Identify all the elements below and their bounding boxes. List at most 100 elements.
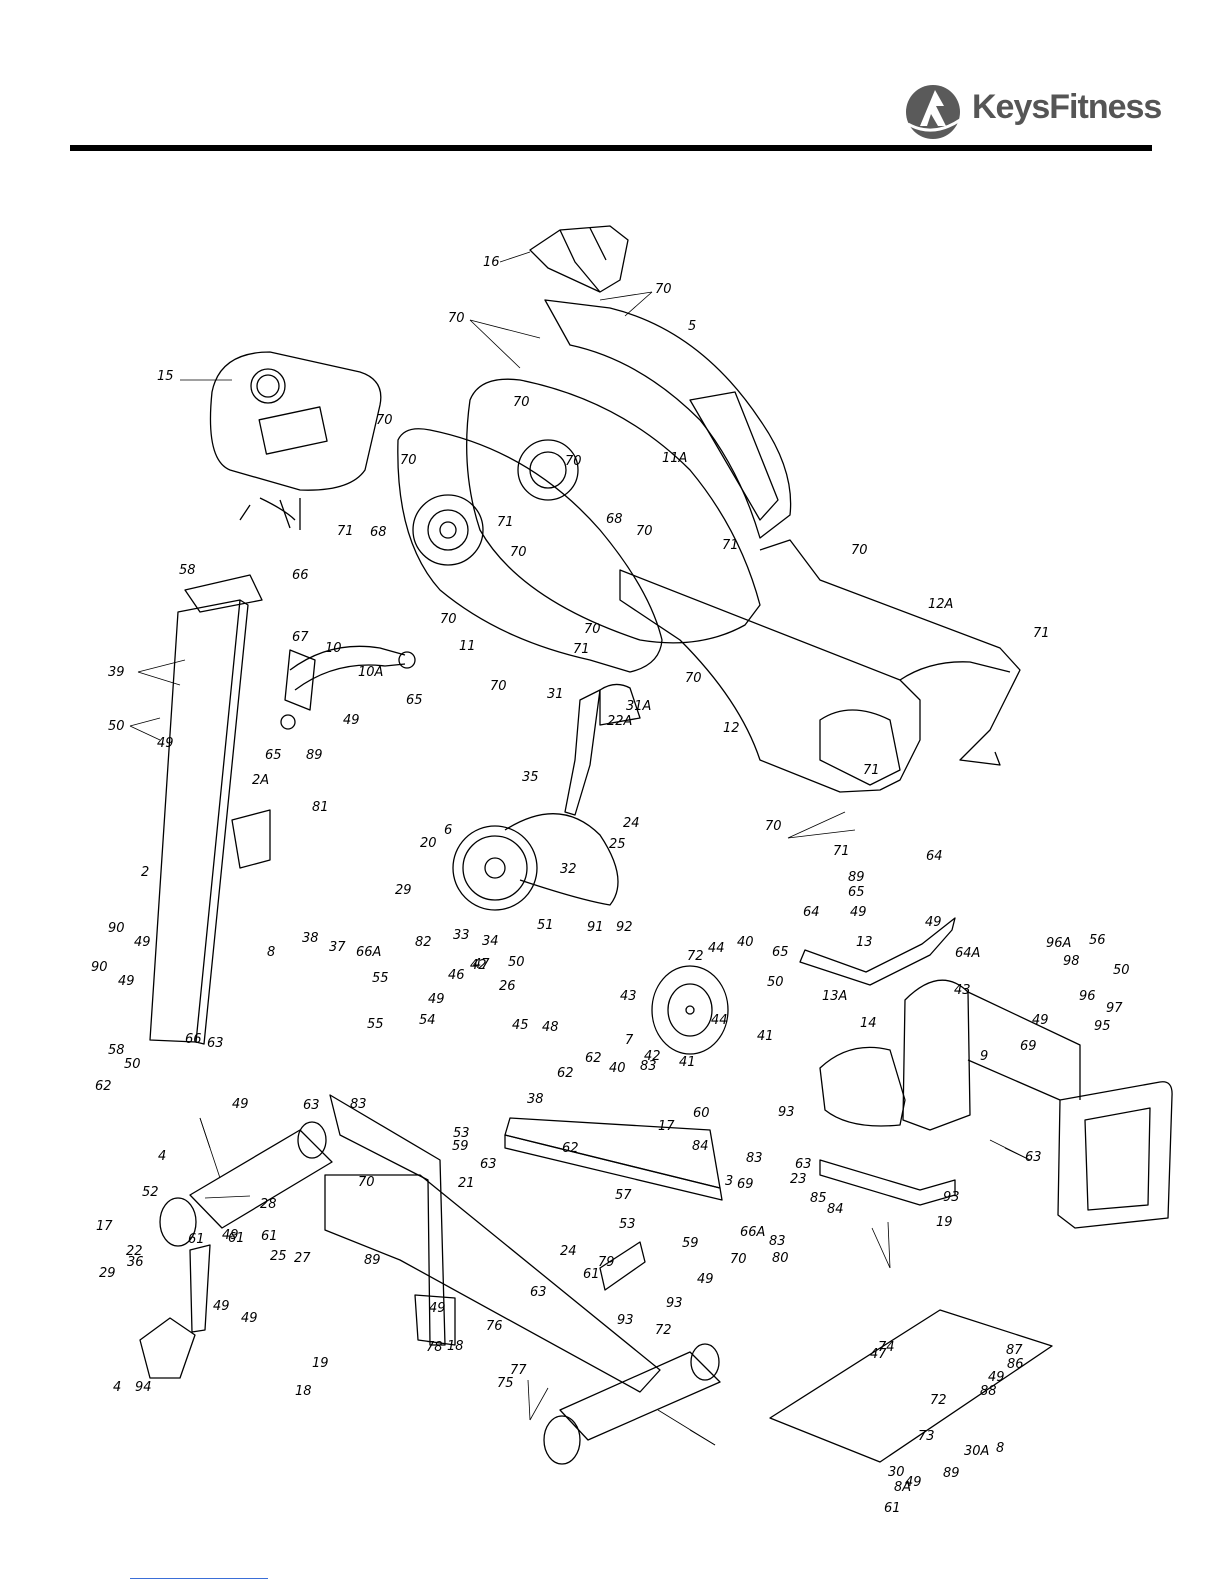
- part-label: 95: [1094, 1019, 1111, 1034]
- part-label: 7: [625, 1033, 634, 1048]
- seat-back-part: [902, 979, 971, 1131]
- part-label: 70: [490, 679, 507, 694]
- part-label: 70: [513, 395, 530, 410]
- part-label: 63: [795, 1157, 812, 1172]
- part-label: 52: [142, 1185, 159, 1200]
- part-label: 61: [228, 1231, 245, 1246]
- part-label: 72: [687, 949, 704, 964]
- part-label: 11A: [662, 451, 687, 466]
- part-label: 21: [458, 1176, 475, 1191]
- part-label: 87: [1006, 1343, 1023, 1358]
- part-label: 68: [606, 512, 623, 527]
- pedal-part: [139, 1317, 196, 1379]
- part-label: 36: [127, 1255, 144, 1270]
- part-label: 66A: [740, 1225, 765, 1240]
- part-label: 49: [1032, 1013, 1049, 1028]
- part-label: 40: [609, 1061, 626, 1076]
- part-label: 49: [241, 1311, 258, 1326]
- part-label: 70: [730, 1252, 747, 1267]
- part-label: 42: [470, 958, 487, 973]
- part-label: 61: [884, 1501, 901, 1516]
- part-label: 43: [620, 989, 637, 1004]
- part-label: 93: [617, 1313, 634, 1328]
- part-label: 8: [267, 945, 275, 960]
- part-label: 76: [486, 1319, 503, 1334]
- part-label: 77: [510, 1363, 527, 1378]
- part-label: 50: [767, 975, 784, 990]
- part-label: 55: [372, 971, 389, 986]
- part-label: 29: [99, 1266, 116, 1281]
- part-label: 3: [725, 1174, 733, 1189]
- part-label: 46: [448, 968, 465, 983]
- part-label: 49: [988, 1370, 1005, 1385]
- part-label: 54: [419, 1013, 436, 1028]
- part-label: 5: [688, 319, 696, 334]
- part-label: 63: [303, 1098, 320, 1113]
- part-label: 71: [863, 763, 880, 778]
- part-label: 65: [772, 945, 789, 960]
- part-label: 31A: [626, 699, 651, 714]
- part-label: 49: [429, 1301, 446, 1316]
- seat-part: [819, 1046, 906, 1127]
- part-label: 49: [134, 935, 151, 950]
- part-label: 67: [292, 630, 309, 645]
- part-label: 23: [790, 1172, 807, 1187]
- part-label: 33: [453, 928, 470, 943]
- part-label: 50: [124, 1057, 141, 1072]
- part-label: 25: [270, 1249, 287, 1264]
- part-label: 58: [108, 1043, 125, 1058]
- part-label: 49: [850, 905, 867, 920]
- part-label: 71: [337, 524, 354, 539]
- part-label: 2A: [252, 773, 269, 788]
- part-label: 92: [616, 920, 633, 935]
- part-label: 59: [682, 1236, 699, 1251]
- part-label: 70: [685, 671, 702, 686]
- part-label: 49: [222, 1228, 239, 1243]
- part-label: 93: [943, 1190, 960, 1205]
- part-label: 64: [926, 849, 943, 864]
- part-label: 50: [508, 955, 525, 970]
- part-label: 48: [542, 1020, 559, 1035]
- part-label: 49: [343, 713, 360, 728]
- front-shroud-part: [544, 299, 792, 539]
- front-stabilizer-part: [159, 1121, 333, 1247]
- handlebar-part: [289, 645, 406, 691]
- part-label: 71: [573, 642, 590, 657]
- part-label: 8: [996, 1441, 1004, 1456]
- part-label: 6: [444, 823, 452, 838]
- part-label: 96: [1079, 989, 1096, 1004]
- part-label: 2: [141, 865, 149, 880]
- part-label: 4: [113, 1380, 121, 1395]
- part-label: 59: [452, 1139, 469, 1154]
- part-label: 71: [722, 538, 739, 553]
- part-label: 72: [930, 1393, 947, 1408]
- part-label: 69: [1020, 1039, 1037, 1054]
- part-label: 70: [655, 282, 672, 297]
- part-label: 64: [803, 905, 820, 920]
- part-label: 70: [636, 524, 653, 539]
- part-label: 63: [480, 1157, 497, 1172]
- part-label: 31: [547, 687, 564, 702]
- part-label: 17: [96, 1219, 113, 1234]
- part-label: 83: [350, 1097, 367, 1112]
- part-label: 71: [497, 515, 514, 530]
- drive-pulley-part: [452, 813, 619, 911]
- part-label: 55: [367, 1017, 384, 1032]
- part-label: 13: [856, 935, 873, 950]
- part-label: 74: [878, 1340, 895, 1355]
- part-label: 37: [329, 940, 346, 955]
- part-label: 49: [157, 736, 174, 751]
- footer-link-underline: [130, 1578, 268, 1579]
- part-label: 49: [428, 992, 445, 1007]
- bottle-holder-part: [231, 809, 271, 869]
- part-label: 11: [459, 639, 476, 654]
- part-label: 45: [512, 1018, 529, 1033]
- part-label: 66: [185, 1032, 202, 1047]
- part-label: 97: [1106, 1001, 1123, 1016]
- part-label: 71: [833, 844, 850, 859]
- part-label: 94: [135, 1380, 152, 1395]
- part-label: 19: [936, 1215, 953, 1230]
- part-label: 4: [158, 1149, 166, 1164]
